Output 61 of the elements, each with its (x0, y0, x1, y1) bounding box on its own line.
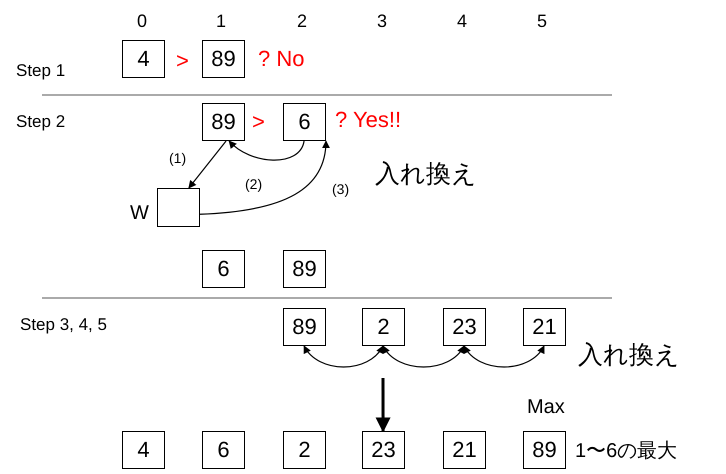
arrow (382, 345, 465, 368)
cell-value: 6 (217, 256, 230, 282)
edge-label: (2) (244, 176, 264, 192)
array-cell (202, 40, 245, 78)
text-label: Step 1 (16, 62, 66, 79)
array-cell (202, 250, 245, 288)
text-label: 入れ換え (375, 162, 477, 187)
arrow (376, 378, 391, 432)
text-label: ? No (258, 48, 304, 70)
text-label: 2 (297, 12, 308, 30)
arrow (188, 140, 227, 189)
array-cell (523, 431, 566, 469)
text-label: ? Yes!! (335, 109, 402, 131)
arrow (228, 140, 305, 161)
array-cell (362, 431, 405, 469)
cell-value: 23 (371, 437, 396, 463)
edge-label: (1) (168, 150, 188, 166)
array-cell (283, 103, 326, 141)
node-caption: W (130, 203, 149, 223)
cell-value: 89 (532, 437, 557, 463)
cell-value: 4 (137, 46, 150, 72)
node-caption: Max (527, 397, 565, 417)
text-label: Step 2 (16, 113, 66, 130)
cell-value: 6 (298, 109, 311, 135)
node-caption: 1〜6の最大 (575, 441, 678, 461)
arrow (200, 140, 330, 215)
array-cell (202, 103, 245, 141)
array-cell (122, 40, 165, 78)
cell-value: 21 (452, 437, 477, 463)
cell-value: 21 (532, 314, 557, 340)
text-label: 3 (377, 12, 388, 30)
edge-label: (3) (331, 181, 350, 197)
cell-value: 89 (292, 314, 317, 340)
cell-value: 23 (452, 314, 477, 340)
text-label: 入れ換え (578, 343, 680, 368)
text-label: Step 3, 4, 5 (20, 316, 107, 333)
cell-value: 89 (211, 109, 236, 135)
cell-value: 2 (298, 437, 311, 463)
cell-value: 89 (292, 256, 317, 282)
array-cell (443, 431, 486, 469)
cell-value: 6 (217, 437, 230, 463)
text-label: 1 (216, 12, 226, 30)
cell-value: 89 (211, 46, 236, 72)
array-cell (283, 431, 326, 469)
array-cell (283, 250, 326, 288)
text-label: 4 (457, 12, 468, 30)
array-cell (443, 308, 486, 346)
array-cell (283, 308, 326, 346)
text-label: > (252, 111, 265, 133)
text-label: > (176, 50, 189, 72)
array-cell (202, 431, 245, 469)
array-cell (362, 308, 405, 346)
arrow (304, 345, 384, 368)
text-label: 5 (537, 12, 548, 30)
array-cell (122, 431, 165, 469)
cell-value: 2 (377, 314, 390, 340)
arrow (464, 345, 545, 368)
array-cell (523, 308, 566, 346)
text-label: 0 (137, 12, 148, 30)
temp-box (157, 188, 200, 227)
cell-value: 4 (137, 437, 150, 463)
